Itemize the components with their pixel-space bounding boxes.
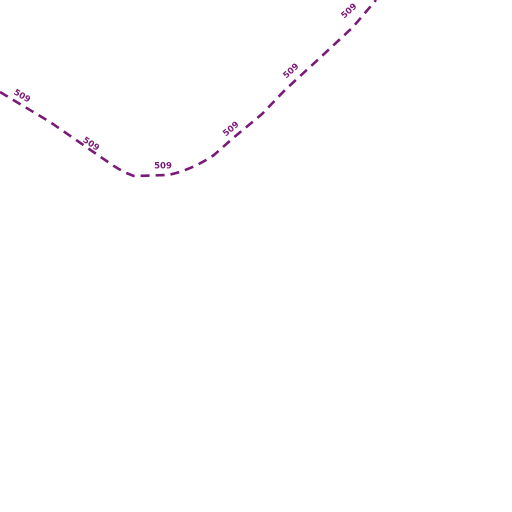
route-label: 509: [154, 162, 172, 172]
route-label: 509: [339, 2, 359, 21]
route-label: 509: [12, 88, 32, 106]
route-label: 509: [221, 120, 241, 139]
route-label: 509: [281, 62, 301, 81]
route-509-line[interactable]: [0, 0, 377, 178]
